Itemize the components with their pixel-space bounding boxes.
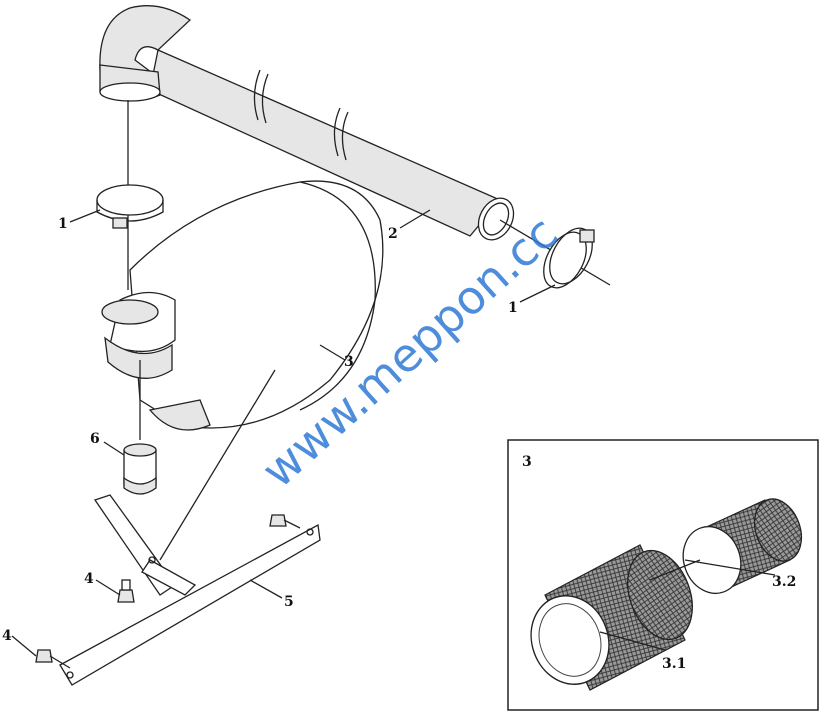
label-element-outer: 3.1 xyxy=(662,656,686,672)
label-element-inner: 3.2 xyxy=(772,574,796,590)
label-clamp-right: 1 xyxy=(508,300,518,316)
inset-filter-elements: 3 3.1 3.2 xyxy=(507,439,819,711)
label-bolt-left: 4 xyxy=(2,628,12,644)
hose-clamp-top xyxy=(96,184,164,229)
bolt-left xyxy=(35,649,71,669)
bolt-top-right xyxy=(269,514,301,529)
air-filter-housing xyxy=(101,180,384,431)
label-pipe: 2 xyxy=(388,226,398,242)
label-bracket: 5 xyxy=(284,594,294,610)
bolt-mid xyxy=(117,579,135,603)
label-clamp-top: 1 xyxy=(58,216,68,232)
label-elbow: 6 xyxy=(90,431,100,447)
label-filter: 3 xyxy=(344,354,354,370)
leader-lines xyxy=(11,209,556,657)
label-bolt-mid: 4 xyxy=(84,571,94,587)
mounting-bracket xyxy=(59,494,321,686)
intake-pipe xyxy=(99,5,515,241)
support-strut xyxy=(159,369,276,561)
inset-title: 3 xyxy=(522,454,532,470)
rubber-elbow xyxy=(123,360,157,495)
